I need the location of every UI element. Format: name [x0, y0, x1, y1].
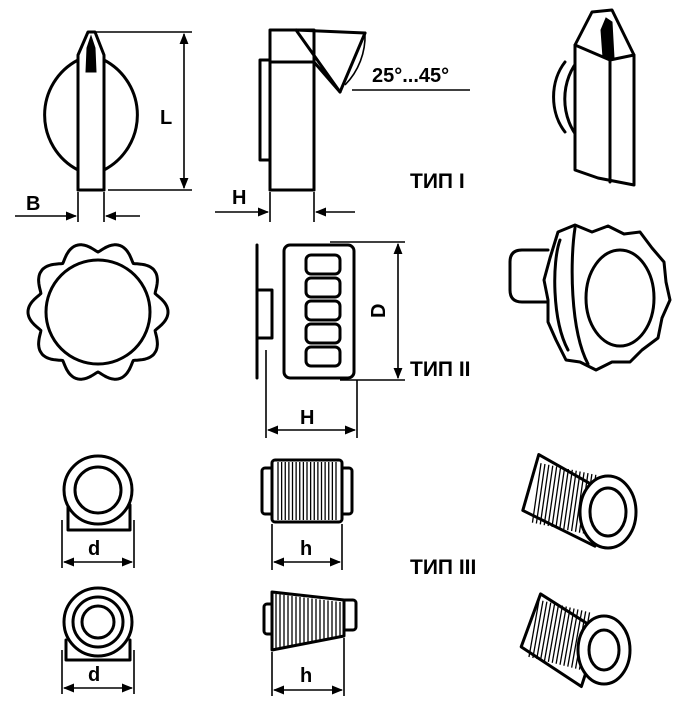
knurl-line: [570, 471, 581, 532]
knurl-line: [563, 608, 575, 666]
dimension-d2-label: d: [88, 664, 100, 686]
knurl-segment: [304, 299, 342, 322]
type3-front-view-1: [62, 454, 134, 532]
type3-dimension-h1: h: [271, 524, 343, 570]
knurl-line: [535, 463, 546, 524]
knurl-line: [531, 463, 542, 523]
knurl-line: [555, 606, 567, 664]
knurl-line: [551, 467, 562, 527]
type1-3d-view: [552, 8, 636, 187]
type2-label: ТИП II: [410, 358, 471, 381]
dimension-h1-label: h: [300, 538, 312, 560]
type3-label: ТИП III: [410, 556, 476, 579]
type1-dimension-angle: 25°...45°: [344, 32, 470, 91]
knurl-line: [528, 599, 540, 658]
type1-dimension-H: H: [215, 187, 355, 222]
knurl-line: [559, 468, 570, 529]
type2-3d-view: [508, 223, 672, 372]
type1-label: ТИП I: [410, 170, 465, 193]
knurl-line: [571, 610, 583, 668]
type3-3d-view-1: [521, 453, 638, 550]
dimension-H2-label: H: [300, 407, 314, 429]
type1-side-view: [258, 28, 367, 192]
knurl-line: [559, 607, 571, 665]
type2-dimension-D: D: [330, 241, 405, 381]
type3-dimension-d1: d: [61, 520, 135, 568]
knurl-line: [567, 609, 579, 667]
knurl-line: [547, 604, 560, 662]
knurl-line: [563, 469, 573, 530]
dimension-B-label: B: [26, 193, 40, 215]
dimension-h2-label: h: [300, 665, 312, 687]
dimension-D-label: D: [368, 304, 390, 318]
knurl-line: [532, 600, 544, 659]
knurl-line: [536, 601, 548, 660]
type3-side-view-2: [262, 590, 358, 652]
type1-front-view: [43, 30, 139, 192]
knurl-line: [539, 464, 550, 525]
knurl-line: [543, 465, 554, 526]
type2-front-view: [26, 243, 170, 381]
type3-front-view-2: [62, 586, 134, 662]
type2-side-view: [255, 243, 356, 380]
knurl-line: [555, 468, 566, 528]
knurl-segment: [304, 253, 342, 276]
dimension-L-label: L: [160, 107, 172, 129]
knurl-line: [551, 605, 564, 663]
dimension-H1-label: H: [232, 187, 246, 209]
dimension-angle-label: 25°...45°: [372, 65, 449, 87]
type3-dimension-d2: d: [61, 650, 135, 694]
knurl-segment: [304, 322, 342, 345]
type3-dimension-h2: h: [271, 638, 345, 696]
knurl-segment: [304, 276, 342, 299]
dimension-d1-label: d: [88, 538, 100, 560]
knurl-line: [547, 466, 558, 527]
type1-dimension-L: L: [95, 31, 192, 191]
knurl-line: [539, 602, 552, 661]
type2-dimension-H: H: [265, 350, 358, 438]
knurl-line: [567, 470, 577, 531]
knurl-segment: [304, 345, 342, 368]
knurl-line: [543, 603, 556, 661]
type1-dimension-B: B: [15, 192, 140, 222]
type3-side-view-1: [260, 458, 354, 524]
type3-3d-view-2: [519, 592, 632, 689]
